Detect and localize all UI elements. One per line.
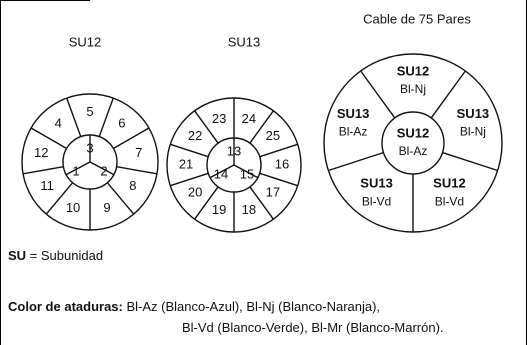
su13-segment-divider — [170, 172, 209, 187]
cable-segment-binder-color: Bl-Vd — [435, 194, 464, 208]
su12-inner-divider — [89, 161, 115, 176]
su13-pair-label: 17 — [266, 185, 280, 200]
cable-segment-subunit: SU13 — [337, 106, 370, 121]
cable-segment-subunit: SU13 — [457, 106, 490, 121]
cable-segment-divider — [442, 151, 498, 172]
su12-segment-divider — [116, 165, 158, 175]
su13-pair-label: 20 — [188, 185, 202, 200]
su13-pair-label: 23 — [212, 111, 226, 126]
heading-su13: SU13 — [228, 34, 261, 49]
cable-segment-divider — [360, 70, 396, 119]
cable-segment-divider — [328, 151, 384, 172]
cable-segment-binder-color: Bl-Nj — [460, 125, 486, 139]
cable-segment-binder-color: Bl-Nj — [400, 82, 426, 96]
su13-pair-label: 16 — [275, 156, 289, 171]
cable-segment-divider — [430, 70, 466, 119]
su12-pair-label: 11 — [40, 178, 54, 193]
su12-pair-label: 6 — [118, 116, 125, 131]
legend-color-line1: Color de ataduras: Bl-Az (Blanco-Azul), … — [8, 296, 444, 317]
legend-su-text: = Subunidad — [26, 248, 104, 263]
cable-segment-binder-color: Bl-Az — [339, 125, 368, 139]
legend-color-label: Color de ataduras: — [8, 299, 123, 314]
su12-pair-label: 9 — [103, 200, 110, 215]
su13-segment-divider — [194, 186, 219, 220]
su13-segment-divider — [259, 143, 298, 158]
su12-pair-label: 10 — [66, 200, 80, 215]
su12-inner-divider — [65, 161, 91, 176]
cable-segment-subunit: SU13 — [360, 176, 393, 191]
frame-border-top — [0, 0, 90, 1]
cable-segment-subunit: SU12 — [433, 176, 466, 191]
legend-su-abbr: SU — [8, 248, 27, 263]
su13-segment-divider — [249, 110, 274, 144]
su13-segment-divider — [194, 110, 219, 144]
su13-pair-label: 14 — [214, 166, 228, 181]
cable-center-binder-color: Bl-Az — [399, 144, 428, 158]
su12-pair-label: 8 — [129, 178, 136, 193]
legend-subunit: SU = Subunidad — [8, 248, 103, 263]
su13-pair-label: 21 — [179, 156, 193, 171]
su12-segment-divider — [113, 127, 150, 150]
cable-center-subunit: SU12 — [397, 125, 430, 140]
su12-pair-label: 4 — [55, 116, 62, 131]
su12-segment-divider — [30, 127, 67, 150]
su13-inner-divider — [209, 164, 235, 179]
heading-cable-75-pairs: Cable de 75 Pares — [363, 11, 471, 26]
frame-border-left — [0, 0, 1, 345]
legend-color-text-1: Bl-Az (Blanco-Azul), Bl-Nj (Blanco-Naran… — [122, 299, 381, 314]
su12-pair-label: 3 — [86, 140, 93, 155]
su13-pair-label: 15 — [240, 166, 254, 181]
cable-inner-ring — [381, 111, 445, 175]
cable-segment-subunit: SU12 — [397, 63, 430, 78]
heading-su12: SU12 — [69, 34, 102, 49]
legend-color-line2: Bl-Vd (Blanco-Verde), Bl-Mr (Blanco-Marr… — [182, 320, 444, 335]
cable-segment-binder-color: Bl-Vd — [362, 194, 391, 208]
frame-border-right — [526, 0, 527, 345]
su13-segment-divider — [170, 143, 209, 158]
su13-segment-divider — [249, 186, 274, 220]
su12-segment-divider — [22, 165, 64, 175]
su12-segment-divider — [66, 97, 82, 137]
su13-inner-divider — [233, 164, 259, 179]
su13-pair-label: 25 — [266, 128, 280, 143]
su12-pair-label: 12 — [34, 145, 48, 160]
su13-pair-label: 22 — [188, 128, 202, 143]
su12-pair-label: 1 — [72, 163, 79, 178]
su12-pair-label: 5 — [86, 104, 93, 119]
su13-pair-label: 24 — [242, 111, 256, 126]
legend-binder-colors: Color de ataduras: Bl-Az (Blanco-Azul), … — [8, 296, 444, 338]
su12-pair-label: 7 — [135, 145, 142, 160]
su13-pair-label: 13 — [227, 143, 241, 158]
su13-pair-label: 18 — [242, 202, 256, 217]
su12-pair-label: 2 — [100, 163, 107, 178]
su13-pair-label: 19 — [212, 202, 226, 217]
su12-segment-divider — [106, 182, 135, 215]
su13-segment-divider — [259, 172, 298, 187]
su12-segment-divider — [45, 182, 74, 215]
su12-segment-divider — [98, 97, 114, 137]
